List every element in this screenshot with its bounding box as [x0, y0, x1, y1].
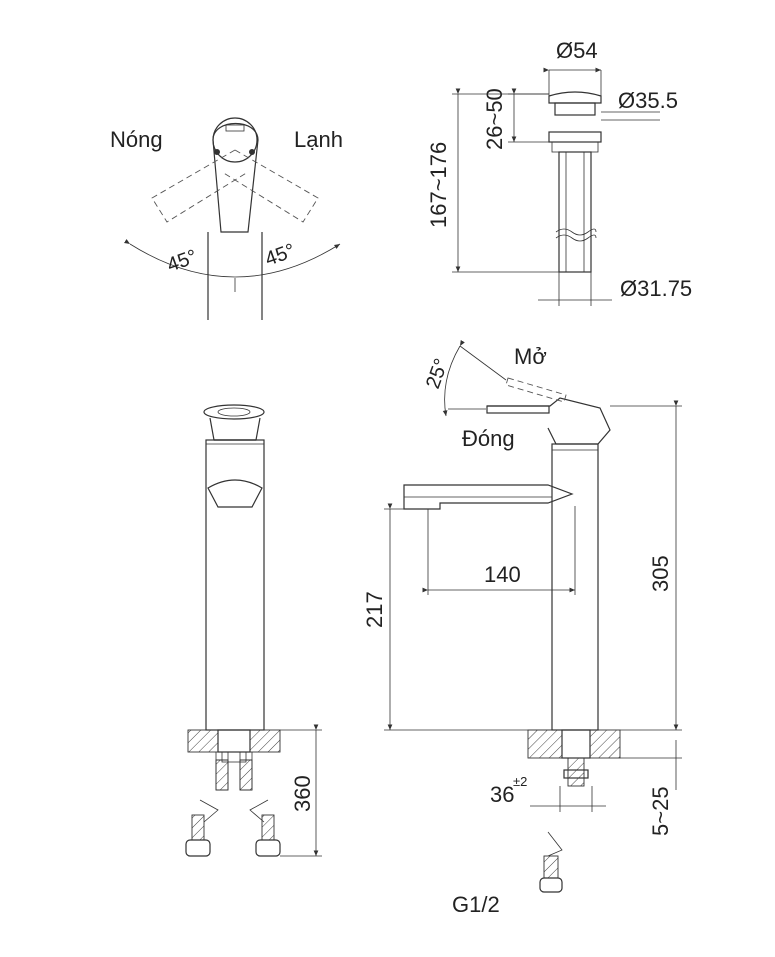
- thread-label: G1/2: [452, 892, 500, 917]
- hose-length-label: 360: [290, 775, 315, 812]
- front-body: [205, 439, 265, 731]
- counter-left: [187, 729, 219, 753]
- total-drain-label: 167~176: [426, 142, 451, 228]
- drain-view: Ø54 Ø35.5 26~50 167~176 Ø31.75: [426, 38, 692, 306]
- hole-tolerance-label: ±2: [513, 774, 527, 789]
- counter-thickness-label: 5~25: [648, 786, 673, 836]
- front-spout: [207, 479, 263, 508]
- hot-label: Nóng: [110, 127, 163, 152]
- hose-nut-left: [185, 839, 211, 857]
- hot-dot: [214, 149, 220, 155]
- spout-reach-label: 140: [484, 562, 521, 587]
- rotation-arc: [123, 238, 341, 278]
- side-hose-break: [547, 831, 563, 857]
- cold-dot: [249, 149, 255, 155]
- dia-bottom-label: Ø31.75: [620, 276, 692, 301]
- cold-label: Lạnh: [294, 127, 343, 152]
- spout-height-label: 217: [362, 591, 387, 628]
- angle-right-label: 45°: [262, 240, 298, 271]
- side-counter-left: [527, 729, 563, 759]
- closed-label: Đóng: [462, 426, 515, 451]
- cold-handle-outline: [221, 149, 319, 223]
- side-counter-right: [589, 729, 621, 759]
- side-view: Mở 25° Đóng 140 217 305 5~: [362, 339, 682, 917]
- front-view: 360: [185, 404, 322, 857]
- top-view-cartridge: [212, 117, 258, 163]
- brand-logo: [225, 124, 245, 132]
- side-hose-nut: [539, 877, 563, 893]
- dia-cap-label: Ø35.5: [618, 88, 678, 113]
- hose-nut-right: [255, 839, 281, 857]
- drain-stem: [554, 102, 596, 116]
- hose-break: [199, 799, 269, 823]
- dia-top-label: Ø54: [556, 38, 598, 63]
- hole-dia-label: 36: [490, 782, 514, 807]
- total-height-label: 305: [648, 555, 673, 592]
- side-spout: [403, 484, 574, 510]
- drain-pipe: [558, 151, 592, 273]
- top-view: Nóng Lạnh 45° 45°: [110, 117, 343, 320]
- drain-flange: [548, 131, 602, 143]
- open-label: Mở: [514, 344, 547, 369]
- cap-height-label: 26~50: [482, 88, 507, 150]
- drain-cap: [548, 91, 602, 104]
- top-view-body: [212, 122, 259, 233]
- front-handle-top: [203, 404, 265, 420]
- front-handle: [209, 417, 261, 441]
- counter-right: [249, 729, 281, 753]
- handle-open: [505, 377, 567, 403]
- handle-angle-label: 25°: [422, 356, 453, 392]
- hot-handle-outline: [151, 149, 249, 223]
- break-line: [555, 228, 597, 242]
